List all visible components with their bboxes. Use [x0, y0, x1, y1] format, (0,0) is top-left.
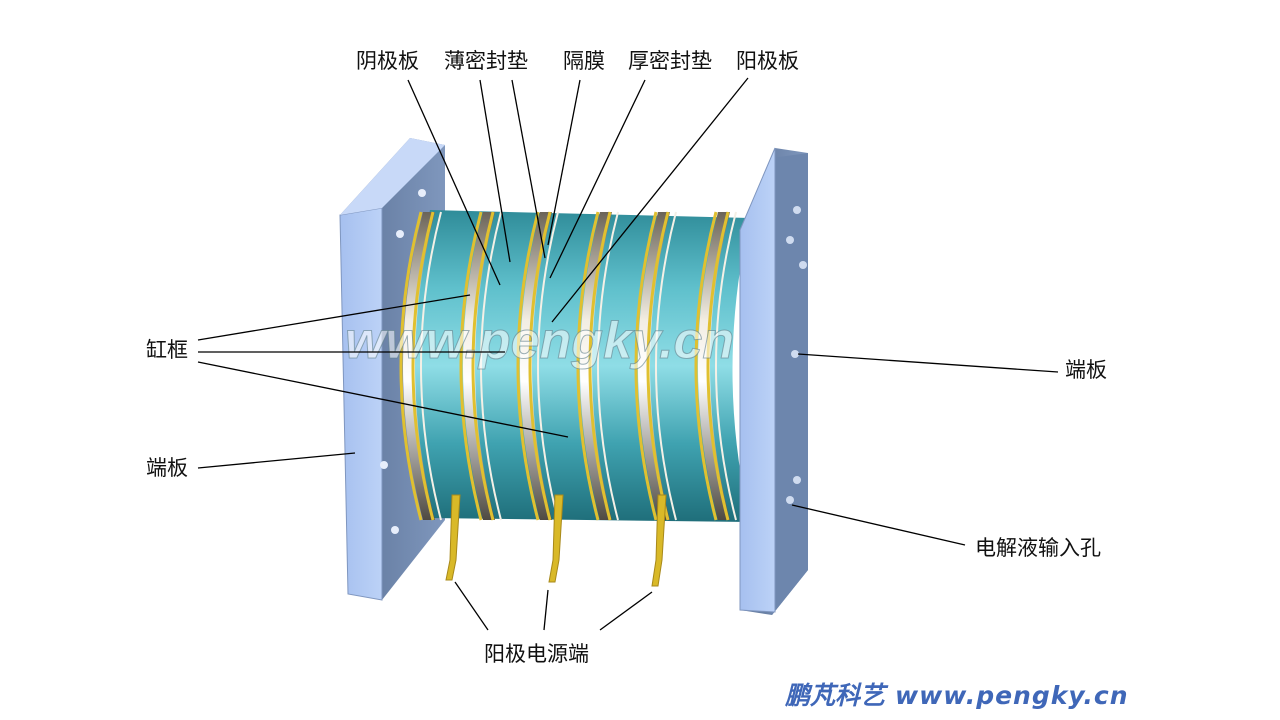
diaphragm-ring: [655, 211, 677, 521]
gasket-ring: [588, 211, 612, 521]
gasket-ring: [411, 211, 435, 521]
gasket-ring: [576, 211, 600, 521]
leader-lines: [197, 77, 1059, 631]
anode-terminal-label: 阳极电源端: [484, 642, 589, 666]
electrolyte-inlet-label: 电解液输入孔: [975, 536, 1101, 560]
diaphragm-ring: [715, 211, 737, 521]
cathode-plate-label: 阴极板: [356, 49, 419, 73]
frame-ring: [463, 212, 495, 520]
cylinder-frame-label: 缸框: [146, 338, 188, 362]
gasket-ring: [459, 211, 483, 521]
anode-plate-label: 阳极板: [736, 49, 799, 73]
brand-url: www.pengky.cn: [895, 681, 1129, 710]
thick-gasket-label: 厚密封垫: [628, 49, 712, 73]
gasket-ring: [516, 211, 540, 521]
frame-ring: [580, 212, 612, 520]
footer-brand: 鹏芃科艺 www.pengky.cn: [785, 676, 1129, 712]
anode-terminals: [445, 494, 667, 587]
gasket-ring: [399, 211, 423, 521]
cylinder-body: [399, 210, 750, 522]
diaphragm-label: 隔膜: [563, 49, 605, 73]
right-end-plate: [739, 147, 808, 615]
gasket-ring: [528, 211, 552, 521]
gasket-ring: [634, 211, 658, 521]
brand-name: 鹏芃科艺: [785, 681, 886, 710]
gasket-ring: [471, 211, 495, 521]
frame-ring: [638, 212, 670, 520]
right-end-plate-label: 端板: [1065, 358, 1107, 382]
thin-gasket-label: 薄密封垫: [444, 49, 528, 73]
gasket-ring: [646, 211, 670, 521]
watermark-text: www.pengky.cn: [345, 312, 734, 370]
diaphragm-ring: [537, 211, 559, 521]
gasket-ring: [706, 211, 730, 521]
gasket-ring: [694, 211, 718, 521]
frame-ring: [403, 212, 435, 520]
frame-ring: [520, 212, 552, 520]
left-end-plate-label: 端板: [146, 456, 188, 480]
diaphragm-ring: [420, 211, 442, 521]
frame-ring: [698, 212, 730, 520]
diaphragm-ring: [480, 211, 502, 521]
